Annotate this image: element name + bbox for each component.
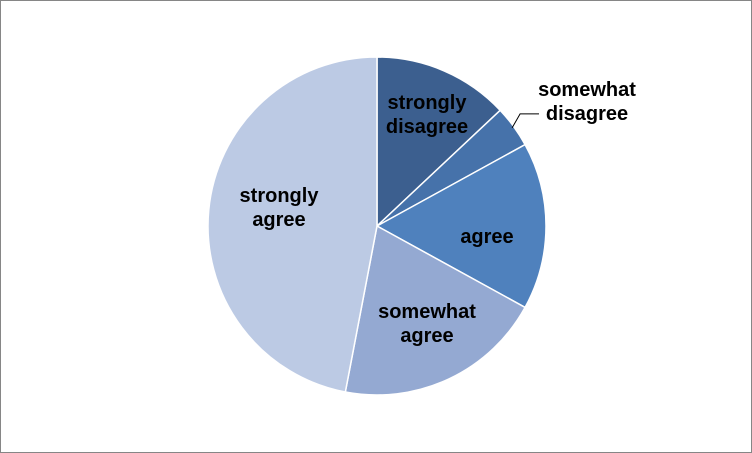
pie-slice-somewhat-agree: [344, 224, 527, 396]
pie-slice-agree: [375, 143, 547, 309]
data-label-agree: agree: [460, 226, 513, 248]
leader-line-somewhat-disagree: [511, 113, 539, 129]
pie-slice-strongly-agree: [207, 56, 378, 393]
leader-lines: [511, 113, 539, 129]
pie-slices: [207, 56, 547, 396]
pie-slice-strongly-disagree: [376, 56, 502, 228]
